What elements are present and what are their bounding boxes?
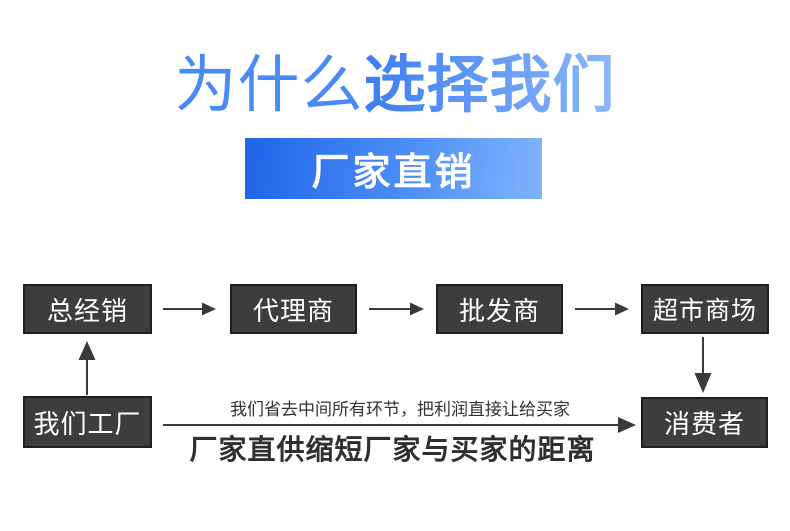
page-title-light-part: 为什么	[174, 51, 364, 120]
flow-box-general-distributor: 总经销	[23, 284, 152, 334]
middlemen-note-line1: 我们省去中间所有环节，把利润直接让给买家	[230, 400, 570, 419]
factory-direct-banner-label: 厂家直销	[311, 152, 476, 194]
flow-box-agent: 代理商	[230, 284, 357, 334]
factory-direct-banner: 厂家直销	[245, 138, 542, 199]
page-title: 为什么选择我们	[0, 50, 790, 121]
arrow-factory-to-distributor	[78, 341, 96, 395]
arrow-wholesaler-to-supermarket	[575, 302, 629, 316]
flow-box-supermarket: 超市商场	[641, 284, 769, 334]
page-title-bold-part: 选择我们	[363, 51, 616, 120]
arrow-agent-to-wholesaler	[369, 302, 424, 316]
flow-box-our-factory: 我们工厂	[23, 396, 152, 448]
arrow-distributor-to-agent	[163, 302, 216, 316]
arrow-supermarket-to-consumer	[694, 337, 712, 393]
middlemen-note-line2: 厂家直供缩短厂家与买家的距离	[189, 434, 596, 465]
flow-box-consumer: 消费者	[641, 397, 768, 448]
flow-box-wholesaler: 批发商	[436, 284, 563, 334]
